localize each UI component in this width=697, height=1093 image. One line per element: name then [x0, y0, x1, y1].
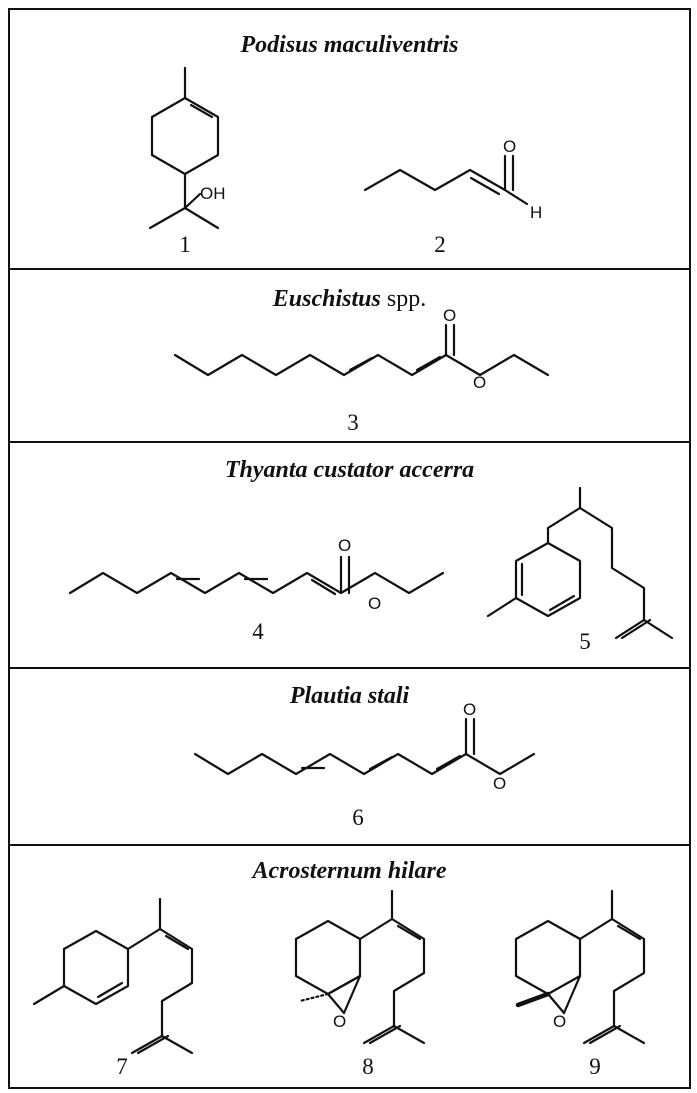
oxygen-label: O — [503, 137, 516, 156]
compound-3-structure: O O — [173, 306, 550, 392]
panel-title: Acrosternum hilare — [252, 858, 447, 884]
ester-oxygen-label: O — [473, 373, 486, 392]
carbonyl-oxygen-label: O — [463, 700, 476, 719]
hydrogen-label: H — [530, 203, 542, 222]
compound-9-structure: O — [514, 889, 646, 1045]
figure-frame: Podisus maculiventris OH 1 O H 2 Euschis… — [8, 8, 691, 1089]
carbonyl-oxygen-label: O — [338, 536, 351, 555]
panel-title: Podisus maculiventris — [240, 32, 459, 58]
panel-plautia: Plautia stali O O 6 — [10, 667, 689, 844]
panel-thyanta: Thyanta custator accerra O O 4 5 — [10, 441, 689, 667]
compound-number: 7 — [116, 1054, 128, 1079]
panel-acrosternum: Acrosternum hilare 7 O — [10, 844, 689, 1089]
compound-number: 6 — [352, 805, 364, 830]
species-abbrev: spp. — [380, 286, 427, 312]
compound-1-structure: OH — [148, 66, 226, 230]
compound-number: 2 — [434, 232, 446, 257]
compound-4-structure: O O — [68, 536, 445, 613]
panel-title: Thyanta custator accerra — [224, 457, 475, 483]
compound-number: 8 — [362, 1054, 374, 1079]
panel-title: Euschistus spp. — [10, 286, 689, 313]
compound-2-structure: O H — [363, 137, 542, 222]
compound-7-structure — [32, 897, 194, 1055]
compound-5-structure — [486, 486, 674, 640]
compound-number: 5 — [579, 629, 591, 654]
ester-oxygen-label: O — [493, 774, 506, 793]
carbonyl-oxygen-label: O — [443, 306, 456, 325]
epoxide-oxygen-label: O — [333, 1012, 346, 1031]
compound-6-structure: O O — [193, 700, 536, 793]
hydroxyl-label: OH — [200, 184, 226, 203]
panel-title: Plautia stali — [289, 683, 410, 709]
compound-number: 4 — [252, 619, 264, 644]
panel-euschistus: Euschistus spp. O O 3 — [10, 268, 689, 441]
compound-number: 1 — [179, 232, 191, 257]
compound-number: 3 — [347, 410, 359, 435]
compound-8-structure: O — [294, 889, 426, 1045]
compound-number: 9 — [589, 1054, 601, 1079]
ester-oxygen-label: O — [368, 594, 381, 613]
epoxide-oxygen-label: O — [553, 1012, 566, 1031]
genus-name: Euschistus — [272, 286, 381, 312]
panel-podisus: Podisus maculiventris OH 1 O H 2 — [10, 10, 689, 268]
